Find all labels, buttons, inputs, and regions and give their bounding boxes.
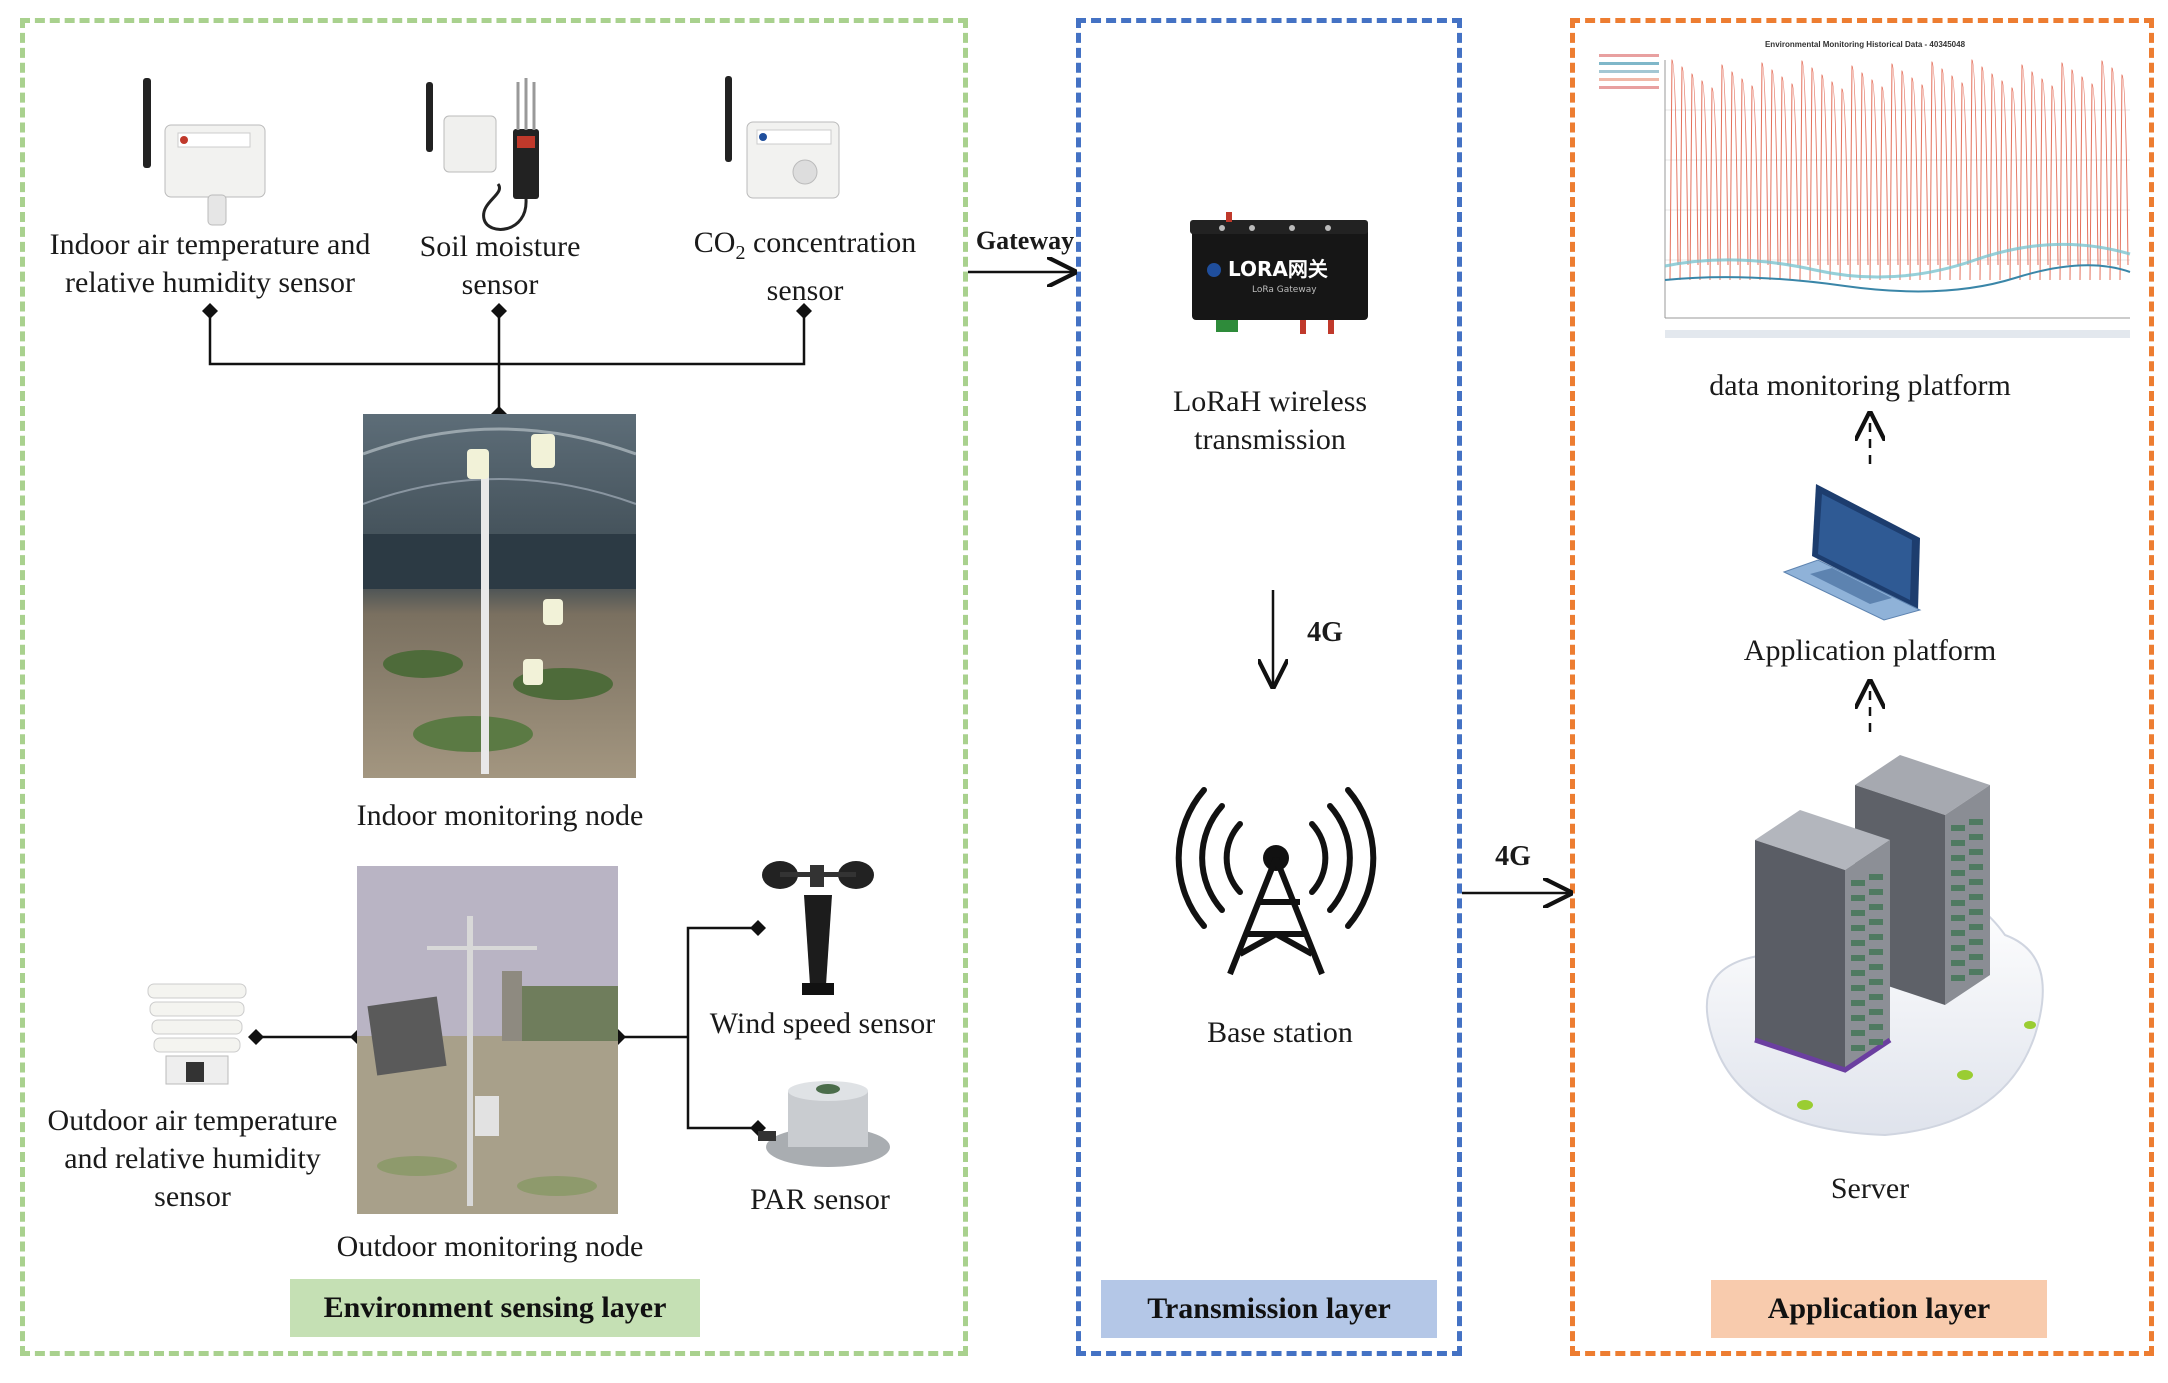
- indoor-node-label: Indoor monitoring node: [356, 799, 644, 832]
- par-sensor-label: PAR sensor: [750, 1183, 890, 1216]
- indoor-air-sensor-image: [143, 78, 266, 226]
- application-panel: [1570, 18, 2154, 1356]
- soil-sensor-label: Soil moisture sensor: [419, 230, 581, 301]
- server-led: [1851, 1030, 1865, 1036]
- transmission-panel: [1076, 18, 1462, 1356]
- transmission-layer-badge: Transmission layer: [1101, 1280, 1437, 1338]
- server-led: [1851, 925, 1865, 931]
- base-station-label: Base station: [1207, 1016, 1353, 1049]
- server-led: [1969, 894, 1983, 900]
- server-led: [1869, 934, 1883, 940]
- server-led: [1951, 975, 1965, 981]
- server-led: [1951, 945, 1965, 951]
- application-layer-badge: Application layer: [1711, 1280, 2047, 1338]
- server-led: [1851, 880, 1865, 886]
- server-led: [1951, 915, 1965, 921]
- server-led: [1969, 864, 1983, 870]
- server-led: [1869, 1039, 1883, 1045]
- server-led: [1869, 1024, 1883, 1030]
- outdoor-node-photo: [357, 866, 618, 1214]
- server-led: [1869, 874, 1883, 880]
- server-led: [1969, 939, 1983, 945]
- server-led: [1869, 1009, 1883, 1015]
- server-led: [1969, 969, 1983, 975]
- link-4g-out-label: 4G: [1495, 841, 1531, 872]
- par-sensor-image: [758, 1081, 890, 1167]
- chart-legend: [1599, 54, 1659, 89]
- base-station-icon: [1175, 787, 1377, 976]
- co2-sensor-label: CO2 concentration sensor: [680, 224, 930, 310]
- chart-title: Environmental Monitoring Historical Data…: [1764, 40, 1966, 49]
- server-led: [1969, 834, 1983, 840]
- server-led: [1969, 879, 1983, 885]
- server-led: [1969, 909, 1983, 915]
- server-led: [1951, 840, 1965, 846]
- server-led: [1969, 819, 1983, 825]
- server-led: [1851, 1000, 1865, 1006]
- server-led: [1951, 855, 1965, 861]
- chart-teal-series: [1664, 242, 2131, 279]
- indoor-air-sensor-label: Indoor air temperature and relative humi…: [49, 228, 371, 299]
- link-4g-down-label: 4G: [1307, 617, 1343, 648]
- laptop-icon: [1782, 484, 1922, 621]
- connector-diamonds-top: [202, 303, 812, 422]
- server-led: [1851, 895, 1865, 901]
- server-led: [1951, 930, 1965, 936]
- server-led: [1851, 1045, 1865, 1051]
- server-led: [1851, 985, 1865, 991]
- server-led: [1851, 940, 1865, 946]
- outdoor-air-sensor-label: Outdoor air temperature and relative hum…: [47, 1104, 338, 1213]
- server-icon: [1705, 755, 2044, 1137]
- server-led: [1851, 1015, 1865, 1021]
- wind-speed-sensor-label: Wind speed sensor: [709, 1007, 936, 1040]
- chart-spike-path: [1669, 59, 2129, 281]
- server-led: [1851, 955, 1865, 961]
- server-led: [1869, 964, 1883, 970]
- wind-speed-sensor-image: [762, 861, 874, 995]
- chart-baseline-series: [1664, 264, 2131, 293]
- server-led: [1951, 885, 1965, 891]
- gateway-label: Gateway: [975, 226, 1075, 255]
- outdoor-air-sensor-image: [147, 983, 247, 1085]
- server-led: [1969, 849, 1983, 855]
- co2-suffix: concentration sensor: [745, 226, 917, 307]
- server-led: [1869, 919, 1883, 925]
- server-led: [1969, 954, 1983, 960]
- server-led: [1869, 949, 1883, 955]
- server-led: [1969, 924, 1983, 930]
- server-led: [1851, 910, 1865, 916]
- server-led: [1869, 889, 1883, 895]
- data-monitoring-platform-label: data monitoring platform: [1709, 369, 2011, 402]
- soil-sensor-image: [426, 78, 539, 231]
- chart-spike-series: [1669, 59, 2129, 281]
- gateway-brand-text: LORA网关: [1228, 257, 1328, 281]
- server-led: [1869, 979, 1883, 985]
- environment-sensing-panel: [20, 18, 968, 1356]
- server-led: [1951, 900, 1965, 906]
- co2-subscript: 2: [735, 242, 746, 264]
- sensing-layer-badge: Environment sensing layer: [290, 1279, 700, 1337]
- lora-gateway-device: LORA网关 LoRa Gateway: [1190, 212, 1368, 334]
- server-rack-front: [1754, 810, 1892, 1073]
- server-label: Server: [1830, 1172, 1910, 1205]
- server-led: [1869, 904, 1883, 910]
- co2-prefix: CO: [693, 226, 736, 259]
- server-led: [1951, 870, 1965, 876]
- application-platform-label: Application platform: [1743, 634, 1997, 667]
- server-led: [1951, 825, 1965, 831]
- outdoor-node-label: Outdoor monitoring node: [336, 1230, 644, 1263]
- gateway-sub-text: LoRa Gateway: [1252, 285, 1317, 295]
- co2-sensor-image: [725, 76, 840, 199]
- monitoring-chart-screenshot: Environmental Monitoring Historical Data…: [1595, 40, 2135, 350]
- server-led: [1851, 970, 1865, 976]
- lora-transmission-label: LoRaH wireless transmission: [1172, 385, 1368, 456]
- server-led: [1951, 960, 1965, 966]
- server-led: [1869, 994, 1883, 1000]
- indoor-node-photo: [363, 414, 636, 778]
